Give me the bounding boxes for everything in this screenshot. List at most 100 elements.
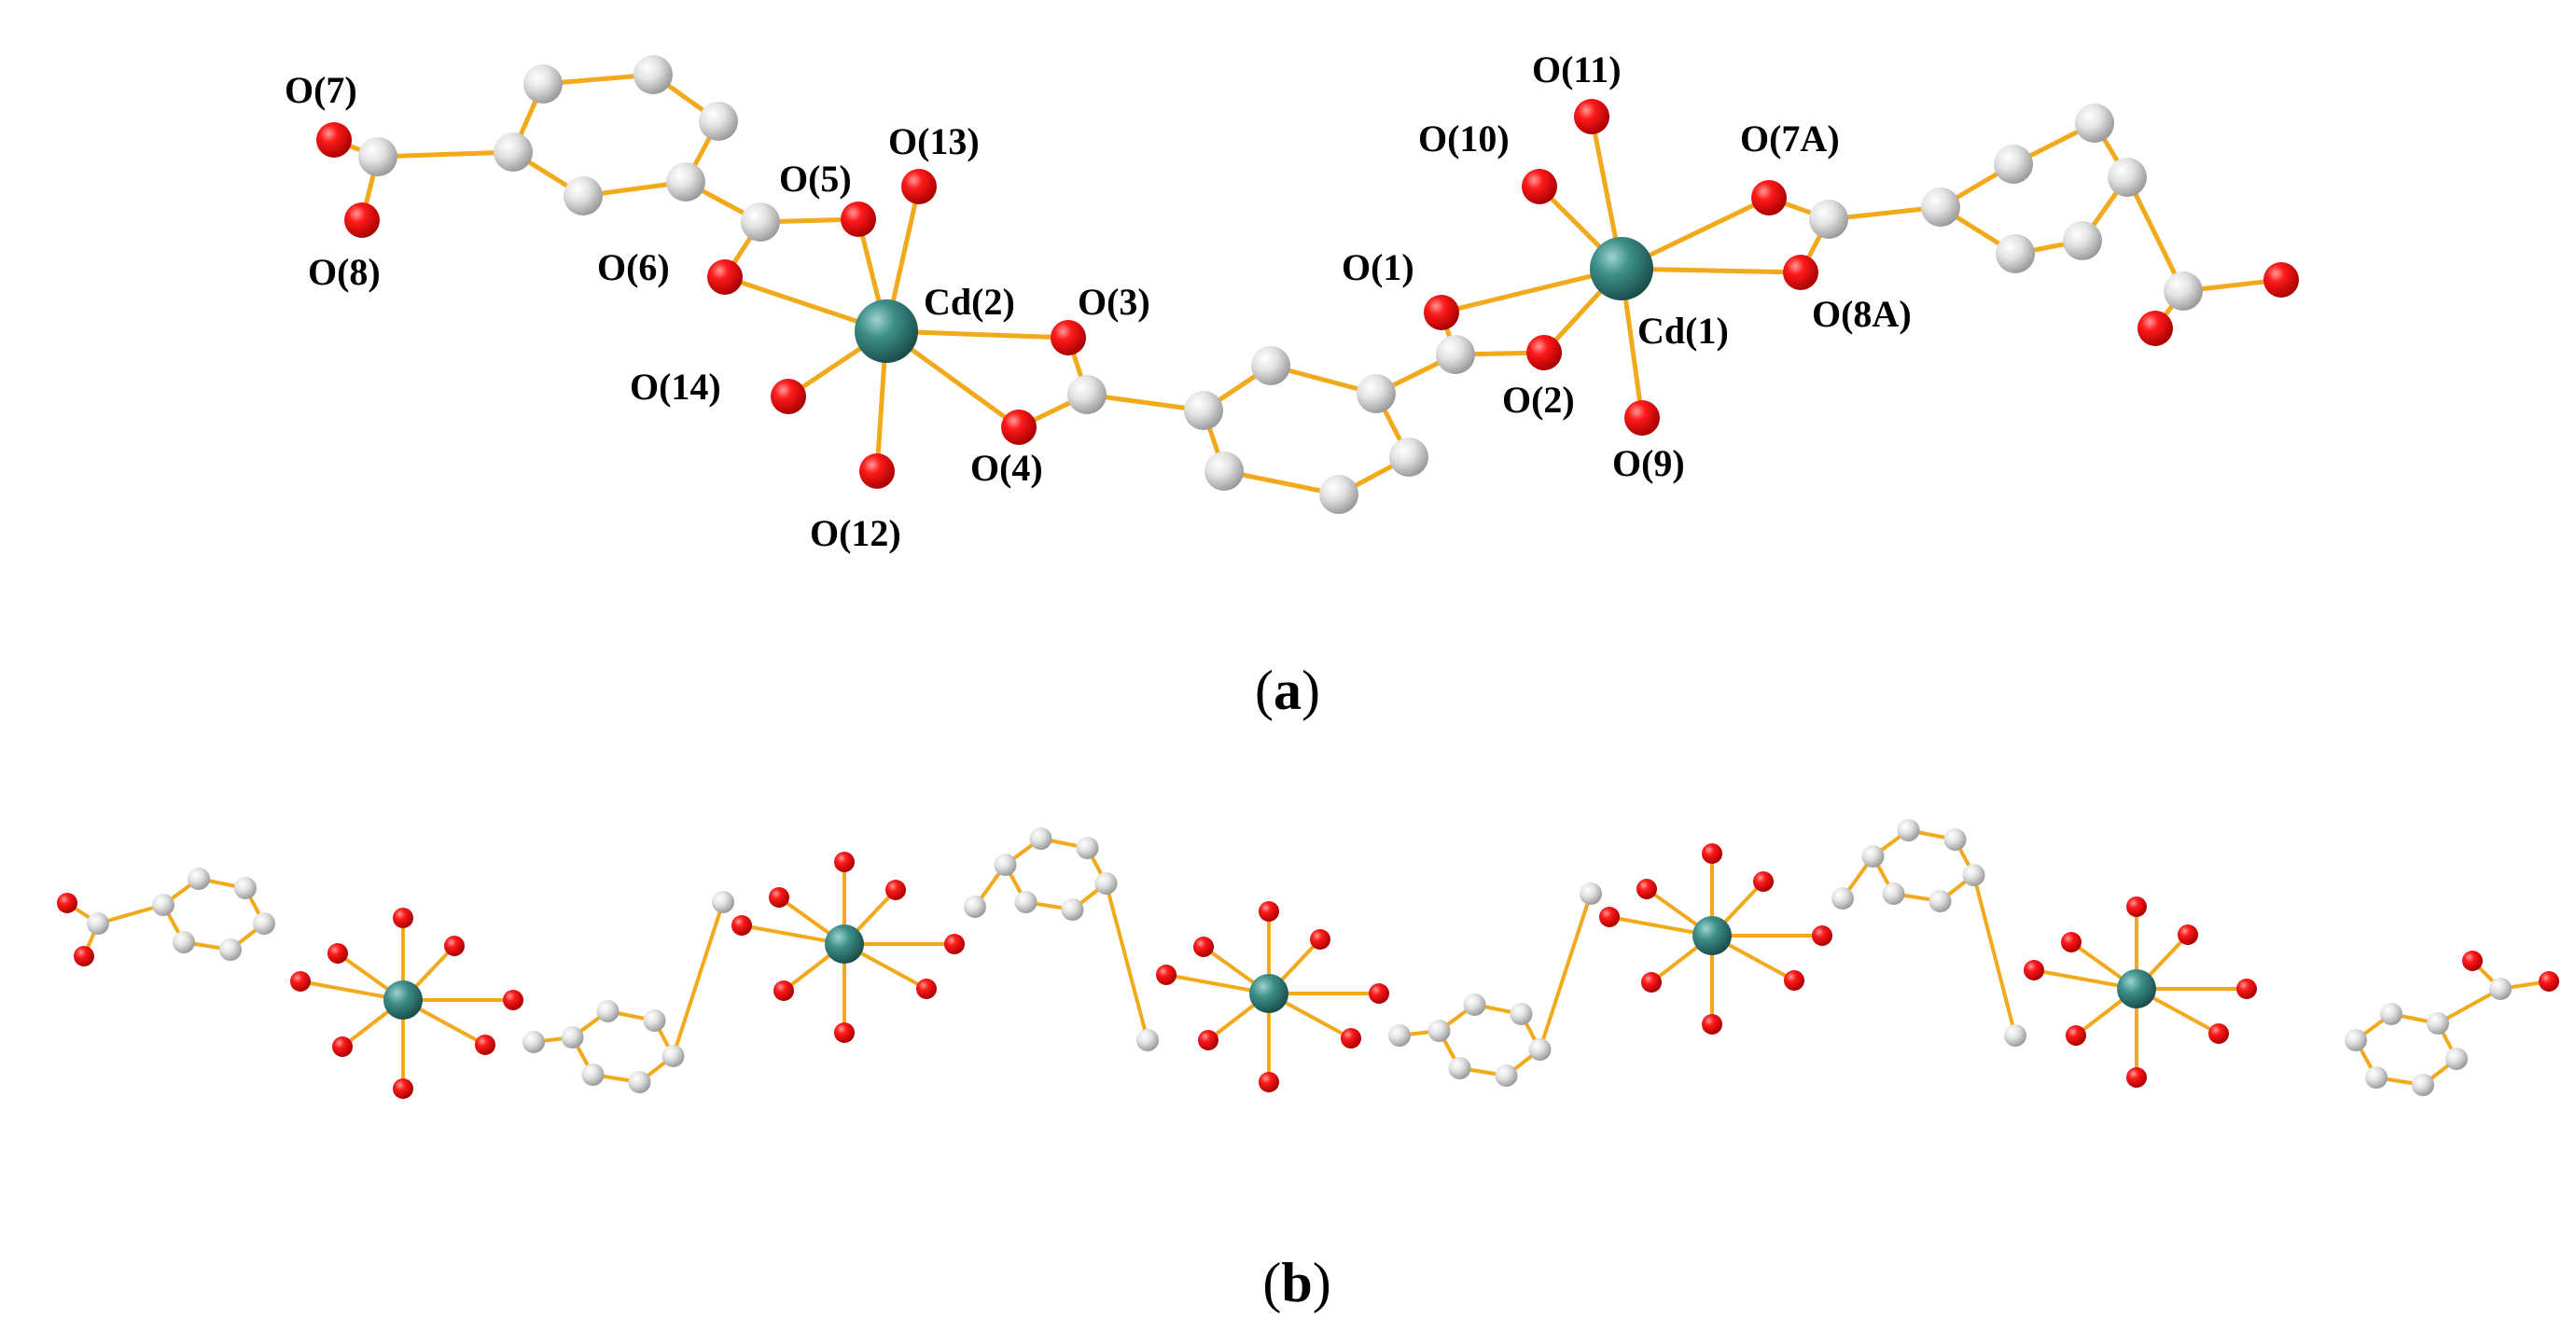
chain-carbon-atom-62 [1463, 994, 1486, 1016]
panel-a-atom-labels: O(7) O(8) O(6) O(5) O(13) Cd(2) O(3) O(1… [285, 49, 1912, 554]
chain-cadmium-atom-0 [383, 980, 423, 1020]
chain-oxygen-atom-35 [731, 915, 752, 936]
chain-oxygen-atom-25 [2208, 1023, 2229, 1044]
label-o7: O(7) [285, 69, 357, 111]
oxygen-atom-o5 [841, 201, 876, 237]
label-o7a: O(7A) [1740, 118, 1840, 160]
chain-carbon-atom-73 [1929, 890, 1952, 912]
carbon-atom-s1 [1184, 391, 1223, 430]
chain-carbon-atom-75 [1831, 887, 1854, 910]
carbon-atom-s2 [1251, 346, 1290, 385]
label-o13: O(13) [888, 120, 980, 162]
carbon-atom-s3 [1357, 374, 1396, 413]
chain-carbon-atom-74 [1882, 882, 1905, 905]
carbon-atom-t3 [2075, 104, 2114, 143]
chain-carbon-atom-78 [188, 868, 210, 890]
chain-carbon-atom-72 [1962, 864, 1985, 886]
chain-oxygen-atom-32 [944, 934, 965, 954]
label-o5: O(5) [779, 158, 852, 200]
chain-oxygen-atom-31 [773, 980, 794, 1001]
carbon-atom-c2 [494, 132, 533, 172]
chain-oxygen-atom-39 [1636, 879, 1657, 899]
label-o1: O(1) [1342, 246, 1414, 288]
label-o2: O(2) [1502, 379, 1575, 421]
caption-b-letter: b [1281, 1252, 1312, 1313]
panel-a-atoms [316, 55, 2299, 514]
chain-oxygen-atom-44 [1599, 907, 1620, 927]
chain-oxygen-atom-41 [1812, 925, 1832, 946]
chain-carbon-atom-87 [2380, 1003, 2402, 1025]
chain-carbon-atom-77 [152, 894, 174, 916]
chain-carbon-atom-83 [87, 912, 109, 935]
chain-oxygen-atom-33 [885, 880, 906, 900]
oxygen-atom-o9b [2263, 262, 2299, 298]
chain-carbon-atom-67 [1388, 1024, 1411, 1047]
chain-carbon-atom-81 [219, 938, 242, 961]
carbon-atom-t1 [1921, 188, 1960, 227]
chain-carbon-atom-57 [1061, 898, 1084, 921]
chain-oxygen-atom-5 [503, 990, 523, 1010]
chain-oxygen-atom-28 [834, 852, 855, 872]
oxygen-atom-o6 [707, 259, 743, 295]
chain-oxygen-atom-14 [1369, 983, 1389, 1004]
chain-oxygen-atom-43 [1784, 970, 1804, 991]
chain-oxygen-atom-94 [2462, 951, 2483, 971]
chain-carbon-atom-65 [1495, 1064, 1518, 1087]
chain-oxygen-atom-6 [444, 936, 465, 956]
chain-carbon-atom-63 [1510, 1003, 1533, 1025]
chain-oxygen-atom-22 [2066, 1025, 2086, 1046]
chain-carbon-atom-53 [994, 854, 1017, 876]
chain-carbon-atom-52 [712, 891, 734, 913]
chain-oxygen-atom-1 [393, 908, 413, 928]
oxygen-atom-o13 [901, 169, 937, 204]
chain-oxygen-atom-10 [1259, 901, 1279, 922]
bond-c4-s1 [1084, 392, 1206, 413]
chain-oxygen-atom-11 [1259, 1072, 1279, 1092]
carbon-atom-r2 [634, 55, 673, 94]
chain-carbon-atom-66 [1448, 1057, 1471, 1079]
chain-carbon-atom-86 [2345, 1029, 2367, 1051]
label-o14: O(14) [630, 366, 721, 408]
chain-carbon-atom-68 [1580, 882, 1602, 905]
oxygen-atom-o8a [1783, 255, 1818, 290]
chain-oxygen-atom-8 [290, 971, 311, 992]
oxygen-atom-o10 [1522, 169, 1557, 204]
label-o12: O(12) [810, 512, 901, 554]
carbon-atom-c1 [358, 137, 397, 176]
carbon-atom-r1 [523, 64, 563, 104]
chain-cadmium-atom-36 [1692, 916, 1732, 955]
carbon-atom-s5 [1319, 475, 1358, 514]
chain-oxygen-atom-26 [2024, 960, 2044, 980]
chain-oxygen-atom-24 [2178, 924, 2198, 945]
carbon-atom-s4 [1389, 438, 1428, 477]
chain-bond-47 [671, 900, 725, 1058]
chain-carbon-atom-79 [234, 877, 257, 899]
chain-oxygen-atom-38 [1702, 1014, 1722, 1035]
chain-oxygen-atom-2 [393, 1078, 413, 1099]
caption-a-letter: a [1274, 660, 1302, 721]
chain-oxygen-atom-20 [2126, 1067, 2147, 1088]
carbon-atom-c4 [1067, 375, 1107, 414]
chain-oxygen-atom-23 [2236, 979, 2257, 999]
carbon-atom-t5 [2063, 221, 2102, 260]
panel-a-asymmetric-unit: O(7) O(8) O(6) O(5) O(13) Cd(2) O(3) O(1… [285, 49, 2299, 721]
chain-oxygen-atom-7 [475, 1035, 495, 1055]
chain-carbon-atom-60 [1136, 1029, 1159, 1051]
carbon-atom-c3 [741, 202, 780, 242]
chain-carbon-atom-91 [2365, 1066, 2388, 1089]
chain-oxygen-atom-42 [1753, 871, 1774, 892]
cadmium-atom-cd1 [1590, 237, 1653, 300]
chain-carbon-atom-46 [596, 1000, 620, 1022]
chain-cadmium-atom-27 [825, 924, 864, 964]
chain-oxygen-atom-16 [1341, 1028, 1361, 1049]
carbon-atom-s6 [1204, 452, 1244, 491]
oxygen-atom-o12 [859, 453, 895, 489]
chain-carbon-atom-70 [1897, 819, 1920, 841]
panel-b-polymer-chain: (b) [57, 819, 2559, 1313]
chain-bond-78 [96, 903, 165, 925]
chain-carbon-atom-71 [1943, 828, 1967, 851]
chain-bond-55 [1104, 882, 1149, 1042]
oxygen-atom-o10b [2137, 311, 2173, 346]
chain-oxygen-atom-85 [74, 946, 94, 966]
